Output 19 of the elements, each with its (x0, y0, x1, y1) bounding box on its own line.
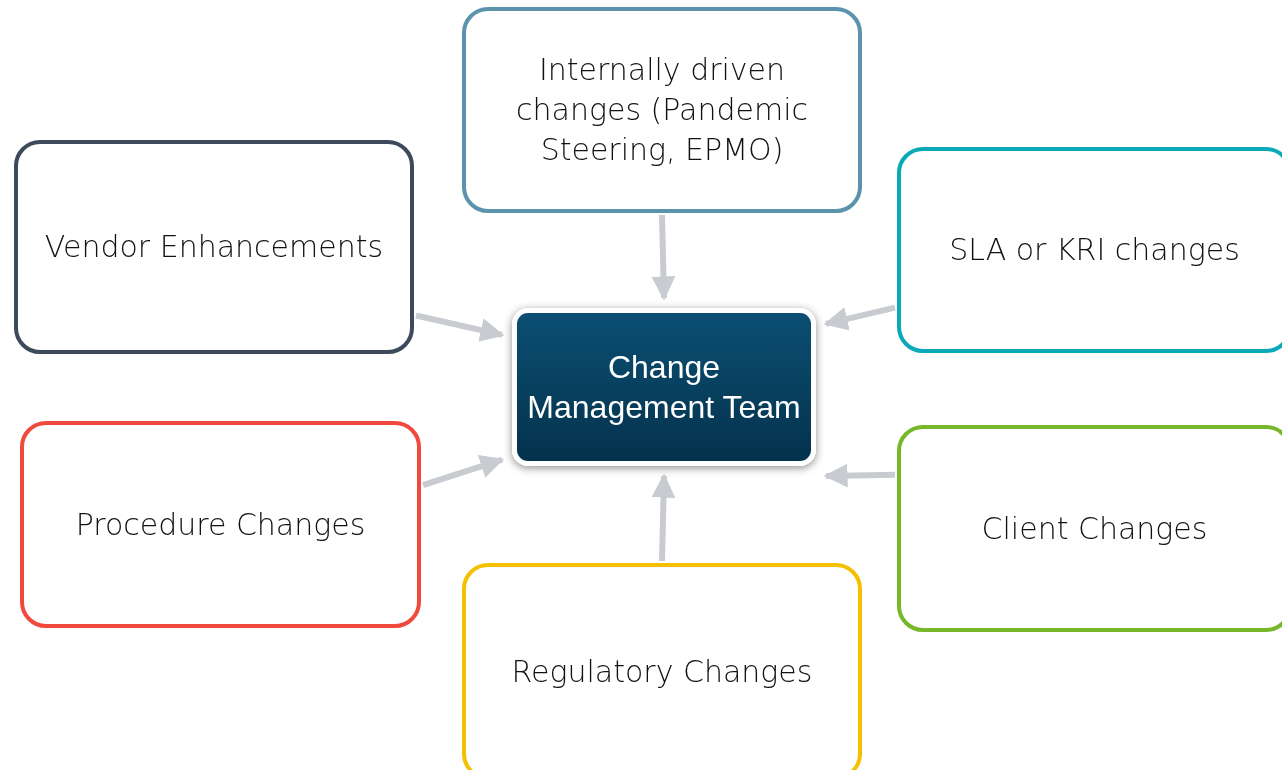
arrow (422, 454, 505, 489)
box-label: SLA or KRI changes (949, 231, 1240, 269)
box-label: Regulatory Changes (511, 652, 813, 691)
source-box (20, 421, 421, 628)
box-label: Client Changes (981, 509, 1208, 548)
arrow (651, 473, 676, 562)
source-box (897, 147, 1282, 353)
arrow (415, 312, 505, 342)
source-box (14, 140, 414, 354)
box-label: Procedure Changes (75, 505, 366, 544)
box-label: Internally driven changes (Pandemic Steering, EPMO) (515, 51, 809, 169)
arrow (823, 304, 896, 331)
source-box (462, 7, 862, 213)
arrow (823, 463, 896, 488)
team-label: Change Management Team (527, 348, 801, 427)
source-box (897, 425, 1282, 632)
source-box (462, 563, 862, 770)
arrow (651, 214, 676, 301)
box-label: Vendor Enhancements (44, 228, 384, 266)
